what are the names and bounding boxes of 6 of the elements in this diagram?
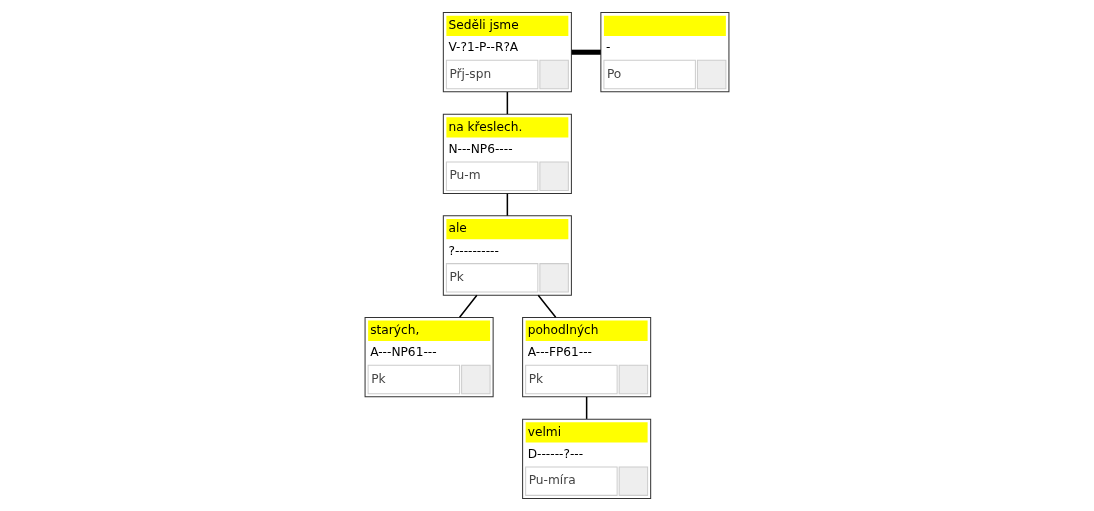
- connector: [537, 294, 557, 319]
- connector: [506, 91, 509, 115]
- connector: [571, 49, 601, 55]
- connector: [585, 396, 588, 420]
- connector: [458, 294, 478, 319]
- connector: [506, 192, 509, 217]
